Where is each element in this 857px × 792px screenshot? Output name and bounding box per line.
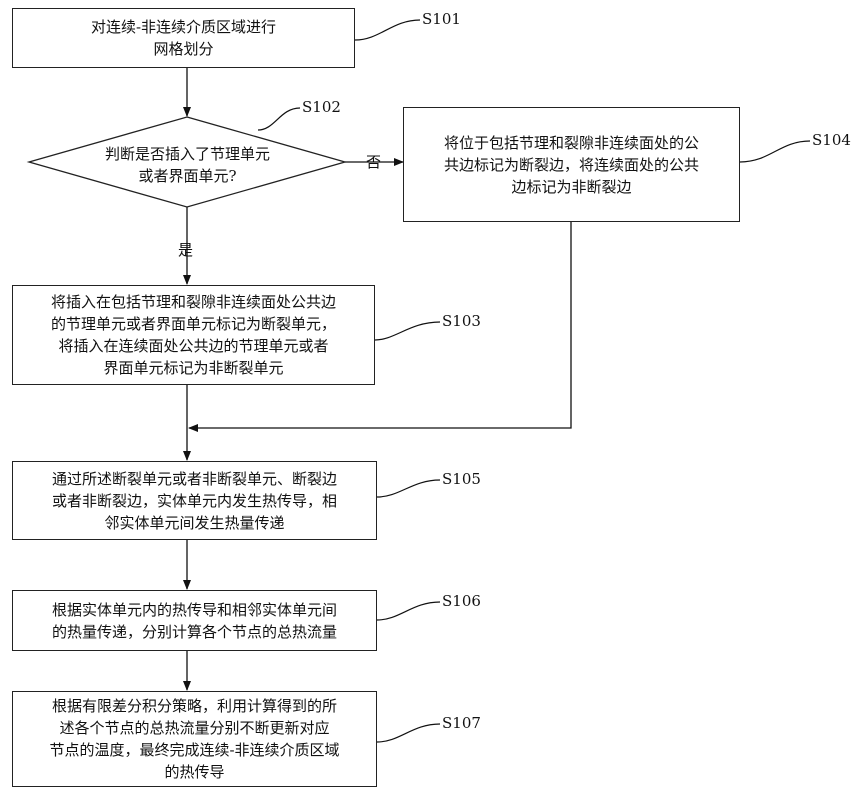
s103-line-4: 界面单元标记为非断裂单元 [51, 357, 336, 379]
step-label-s105: S105 [442, 470, 481, 488]
step-s104-box: 将位于包括节理和裂隙非连续面处的公 共边标记为断裂边，将连续面处的公共 边标记为… [403, 107, 740, 222]
step-label-s102: S102 [302, 98, 341, 116]
s107-line-1: 根据有限差分积分策略，利用计算得到的所 [49, 695, 339, 717]
step-label-s106: S106 [442, 592, 481, 610]
s103-line-1: 将插入在包括节理和裂隙非连续面处公共边 [51, 291, 336, 313]
s107-line-3: 节点的温度，最终完成连续-非连续介质区域 [49, 739, 339, 761]
s103-line-3: 将插入在连续面处公共边的节理单元或者 [51, 335, 336, 357]
s104-line-2: 共边标记为断裂边，将连续面处的公共 [444, 154, 699, 176]
leader-s101 [355, 20, 420, 40]
s101-line-2: 网格划分 [91, 38, 276, 60]
s103-line-2: 的节理单元或者界面单元标记为断裂单元， [51, 313, 336, 335]
branch-no-label: 否 [366, 153, 381, 171]
step-s107-box: 根据有限差分积分策略，利用计算得到的所 述各个节点的总热流量分别不断更新对应 节… [12, 691, 377, 787]
leader-s106 [377, 602, 440, 620]
step-label-s104: S104 [812, 131, 851, 149]
step-s101-box: 对连续-非连续介质区域进行 网格划分 [12, 8, 355, 68]
s105-line-2: 或者非断裂边，实体单元内发生热传导，相 [52, 490, 337, 512]
step-label-s107: S107 [442, 714, 481, 732]
s106-line-2: 的热量传递，分别计算各个节点的总热流量 [52, 621, 337, 643]
step-label-s103: S103 [442, 312, 481, 330]
leader-s107 [377, 724, 440, 742]
step-label-s101: S101 [422, 10, 461, 28]
decision-text: 判断是否插入了节理单元 或者界面单元? [30, 143, 345, 187]
leader-s103 [375, 322, 440, 340]
leader-s104 [740, 141, 810, 162]
s102-line-1: 判断是否插入了节理单元 [30, 143, 345, 165]
s105-line-3: 邻实体单元间发生热量传递 [52, 512, 337, 534]
s106-line-1: 根据实体单元内的热传导和相邻实体单元间 [52, 599, 337, 621]
s107-line-4: 的热传导 [49, 761, 339, 783]
s104-line-1: 将位于包括节理和裂隙非连续面处的公 [444, 132, 699, 154]
s104-line-3: 边标记为非断裂边 [444, 176, 699, 198]
branch-yes-label: 是 [178, 241, 193, 259]
s107-line-2: 述各个节点的总热流量分别不断更新对应 [49, 717, 339, 739]
leader-s105 [377, 480, 440, 497]
step-s105-box: 通过所述断裂单元或者非断裂单元、断裂边 或者非断裂边，实体单元内发生热传导，相 … [12, 461, 377, 540]
s102-line-2: 或者界面单元? [30, 165, 345, 187]
s105-line-1: 通过所述断裂单元或者非断裂单元、断裂边 [52, 468, 337, 490]
step-s106-box: 根据实体单元内的热传导和相邻实体单元间 的热量传递，分别计算各个节点的总热流量 [12, 590, 377, 651]
s101-line-1: 对连续-非连续介质区域进行 [91, 16, 276, 38]
leader-s102 [258, 108, 300, 130]
step-s103-box: 将插入在包括节理和裂隙非连续面处公共边 的节理单元或者界面单元标记为断裂单元， … [12, 285, 375, 385]
